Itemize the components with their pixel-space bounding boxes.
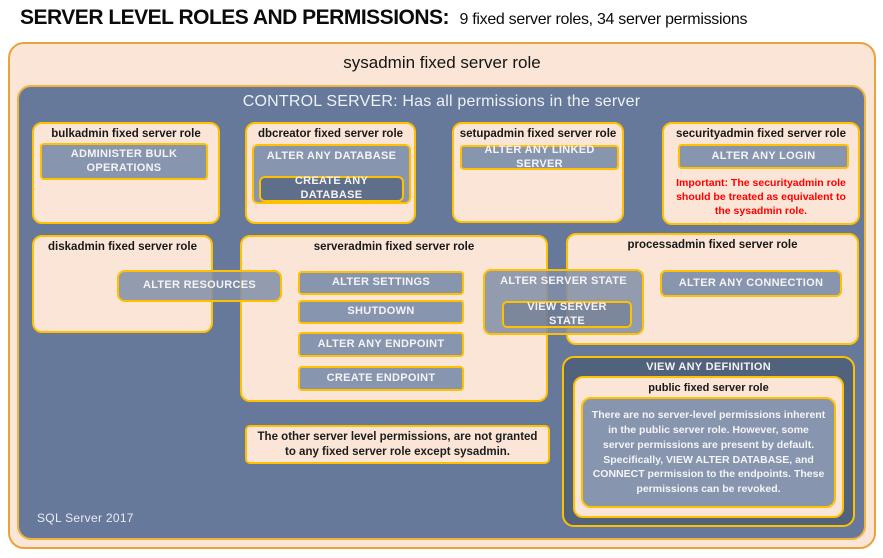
permission-alter-any-endpoint: ALTER ANY ENDPOINT (298, 332, 464, 357)
sysadmin-role-box: sysadmin fixed server role CONTROL SERVE… (8, 42, 876, 549)
permission-shutdown: SHUTDOWN (298, 300, 464, 324)
control-server-label: CONTROL SERVER: Has all permissions in t… (242, 93, 641, 110)
page-title-main: SERVER LEVEL ROLES AND PERMISSIONS: (20, 6, 450, 29)
bulkadmin-role-title: bulkadmin fixed server role (51, 128, 201, 140)
permission-alter-settings: ALTER SETTINGS (298, 271, 464, 295)
permission-create-endpoint: CREATE ENDPOINT (298, 366, 464, 391)
public-role-description: There are no server-level permissions in… (581, 397, 836, 508)
serveradmin-role-title: serveradmin fixed server role (313, 241, 475, 253)
permission-alter-any-connection: ALTER ANY CONNECTION (660, 270, 842, 297)
permission-alter-resources: ALTER RESOURCES (117, 270, 282, 302)
other-permissions-note: The other server level permissions, are … (245, 425, 550, 464)
view-any-definition-label: VIEW ANY DEFINITION (646, 361, 771, 373)
sql-server-version-label: SQL Server 2017 (37, 511, 134, 525)
permission-alter-any-database: ALTER ANY DATABASE CREATE ANY DATABASE (252, 144, 411, 204)
permission-view-server-state: VIEW SERVER STATE (502, 301, 632, 328)
setupadmin-role-box: setupadmin fixed server role ALTER ANY L… (452, 122, 624, 223)
permission-alter-server-state: ALTER SERVER STATE VIEW SERVER STATE (483, 269, 644, 335)
sysadmin-role-label: sysadmin fixed server role (343, 53, 541, 72)
processadmin-role-title: processadmin fixed server role (627, 239, 798, 251)
securityadmin-role-box: securityadmin fixed server role ALTER AN… (662, 122, 860, 225)
permission-create-any-database: CREATE ANY DATABASE (259, 175, 404, 202)
setupadmin-role-title: setupadmin fixed server role (459, 128, 617, 140)
public-role-title: public fixed server role (648, 382, 769, 394)
dbcreator-role-title: dbcreator fixed server role (257, 128, 404, 140)
page-title: SERVER LEVEL ROLES AND PERMISSIONS: 9 fi… (20, 6, 860, 30)
control-server-panel: CONTROL SERVER: Has all permissions in t… (17, 85, 866, 540)
permission-alter-any-login: ALTER ANY LOGIN (678, 144, 849, 169)
permission-alter-server-state-label: ALTER SERVER STATE (500, 275, 627, 287)
page-title-subtitle: 9 fixed server roles, 34 server permissi… (459, 11, 748, 28)
public-role-box: public fixed server role There are no se… (573, 376, 844, 518)
permission-alter-any-database-label: ALTER ANY DATABASE (266, 150, 397, 162)
bulkadmin-role-box: bulkadmin fixed server role ADMINISTER B… (32, 122, 220, 224)
securityadmin-warning-text: Important: The securityadmin role should… (676, 177, 846, 218)
diskadmin-role-title: diskadmin fixed server role (48, 241, 197, 253)
dbcreator-role-box: dbcreator fixed server role ALTER ANY DA… (245, 122, 416, 224)
permission-administer-bulk-operations: ADMINISTER BULK OPERATIONS (40, 143, 208, 180)
permission-alter-any-linked-server: ALTER ANY LINKED SERVER (460, 144, 619, 170)
view-any-definition-panel: VIEW ANY DEFINITION public fixed server … (562, 356, 855, 527)
securityadmin-role-title: securityadmin fixed server role (675, 128, 847, 140)
